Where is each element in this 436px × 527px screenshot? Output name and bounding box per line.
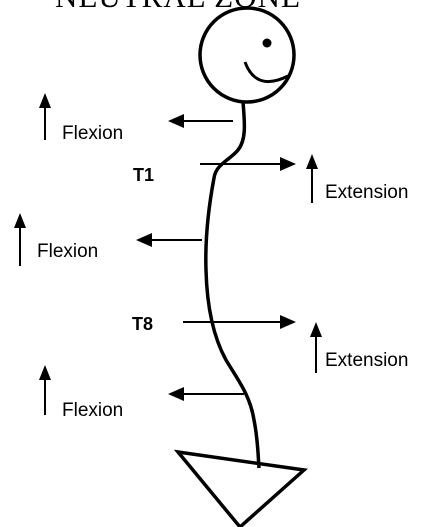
smile-mouth	[245, 62, 288, 82]
vertebra-level-label: T1	[133, 165, 154, 185]
vertebra-level-label: T8	[132, 314, 153, 334]
flexion-label: Flexion	[62, 400, 123, 421]
up-arrowhead	[14, 213, 26, 228]
up-arrowhead	[306, 154, 318, 169]
extension-label: Extension	[325, 182, 408, 203]
region-thoracic-flexion: Flexion	[14, 213, 202, 266]
arrowhead-right	[280, 315, 296, 329]
region-upper-thoracic-extension: T1 Extension	[133, 154, 408, 203]
spine-curve	[206, 102, 259, 468]
stick-figure-head	[200, 8, 294, 102]
region-lumbar-flexion: Flexion	[39, 365, 244, 421]
flexion-label: Flexion	[37, 241, 98, 262]
extension-label: Extension	[325, 350, 408, 371]
region-lower-thoracic-extension: T8 Extension	[132, 314, 408, 373]
eye-dot	[263, 39, 272, 48]
up-arrowhead	[310, 322, 322, 337]
arrowhead-right	[280, 157, 296, 171]
arrowhead-left	[168, 114, 184, 128]
flexion-label: Flexion	[62, 123, 123, 144]
up-arrowhead	[39, 365, 51, 380]
arrowhead-left	[168, 387, 184, 401]
pelvis-triangle	[178, 452, 304, 527]
head-circle	[200, 8, 294, 102]
region-cervical-flexion: Flexion	[39, 93, 233, 144]
up-arrowhead	[39, 93, 51, 108]
arrowhead-left	[136, 233, 152, 247]
